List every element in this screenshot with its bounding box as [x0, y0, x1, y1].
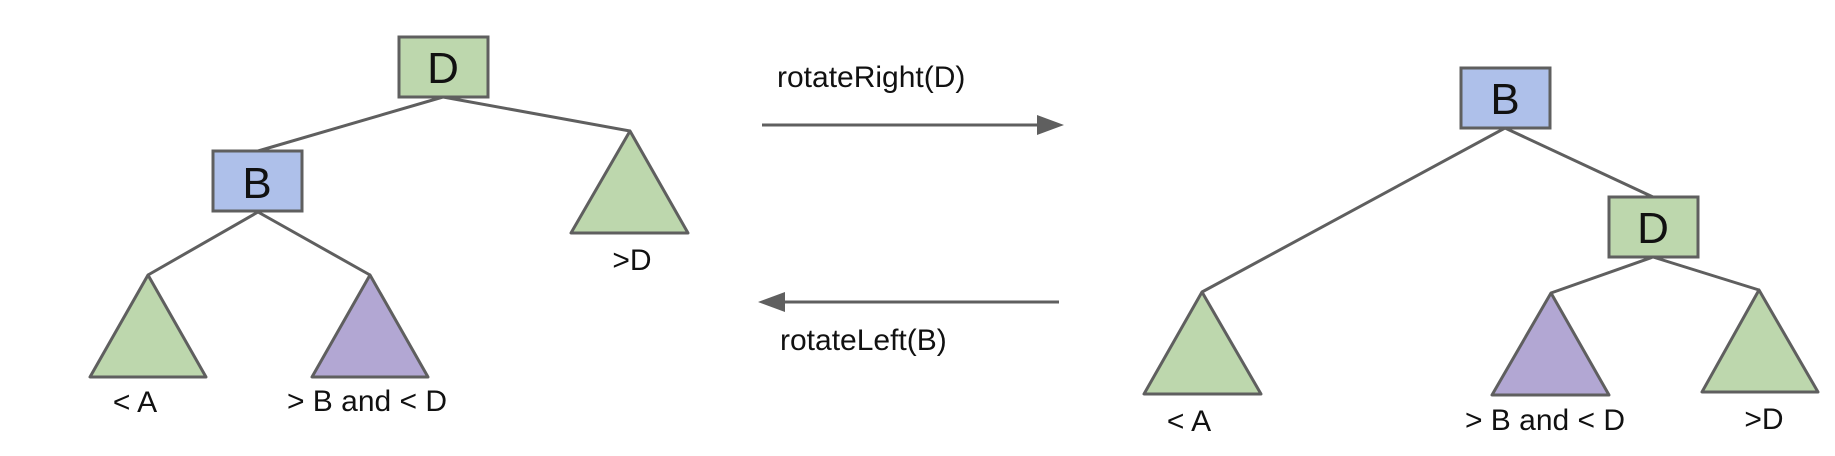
edge-left-d-to-b [257, 95, 444, 153]
left-label-b-d: > B and < D [287, 385, 447, 418]
edge-right-b-to-lt-a [1201, 126, 1506, 294]
rotate-right-label: rotateRight(D) [777, 61, 965, 94]
left-label-lt-a: < A [113, 386, 157, 419]
right-child-node-d: D [1607, 195, 1700, 259]
edge-left-d-to-gt-d [442, 95, 631, 133]
rotate-right-arrowhead-icon [1037, 115, 1064, 135]
right-subtree-b-d-triangle [1490, 291, 1611, 397]
right-root-node-b: B [1459, 66, 1552, 130]
right-subtree-lt-a-triangle [1142, 290, 1263, 396]
right-root-label: B [1490, 75, 1519, 124]
edge-left-b-to-lt-a [147, 210, 259, 277]
left-tree: D B < A > B and < D >D [88, 35, 690, 419]
left-subtree-lt-a-triangle [88, 273, 208, 379]
left-child-label: B [242, 159, 271, 208]
left-root-node-d: D [397, 35, 490, 99]
edge-left-b-to-b-d [257, 210, 371, 277]
left-subtree-gt-d-triangle [569, 129, 690, 235]
edge-right-b-to-d [1504, 126, 1654, 199]
rotate-left-label: rotateLeft(B) [780, 324, 947, 357]
right-label-lt-a: < A [1167, 405, 1211, 438]
rotate-left-arrowhead-icon [758, 292, 785, 312]
right-label-b-d: > B and < D [1465, 404, 1625, 437]
edge-right-d-to-b-d [1550, 255, 1654, 295]
right-subtree-gt-d-triangle [1700, 288, 1820, 394]
left-root-label: D [427, 44, 459, 93]
left-child-node-b: B [211, 149, 304, 213]
left-label-gt-d: >D [612, 244, 651, 277]
right-label-gt-d: >D [1744, 403, 1783, 436]
left-subtree-b-d-triangle [310, 273, 430, 379]
right-tree: B D < A > B and < D >D [1142, 66, 1820, 438]
rotation-operations: rotateRight(D) rotateLeft(B) [758, 61, 1064, 357]
edge-right-d-to-gt-d [1652, 255, 1760, 292]
right-child-label: D [1637, 204, 1669, 253]
